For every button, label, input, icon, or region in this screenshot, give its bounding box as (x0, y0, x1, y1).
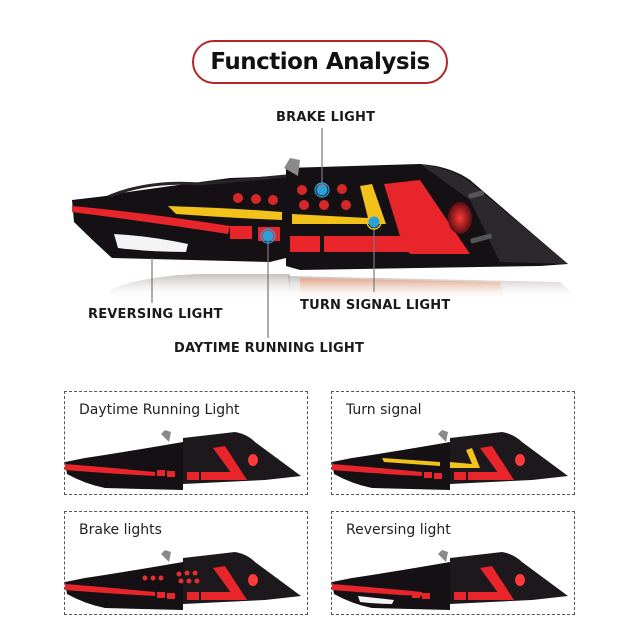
taillight-reversing-thumb (332, 550, 568, 610)
turn-amber-left (168, 206, 282, 220)
callout-brake-light: BRAKE LIGHT (276, 110, 376, 125)
panel-reversing-light: Reversing light (331, 511, 575, 615)
drl-marker (262, 230, 274, 242)
panel-brake-lights: Brake lights (64, 511, 308, 615)
panel-turn-signal: Turn signal (331, 391, 575, 495)
callout-daytime-running-light: DAYTIME RUNNING LIGHT (174, 341, 365, 356)
callout-reversing-light: REVERSING LIGHT (88, 307, 223, 322)
callout-turn-signal-light: TURN SIGNAL LIGHT (300, 298, 451, 313)
taillight-brake-thumb (65, 550, 301, 610)
panel-label: Brake lights (79, 522, 162, 538)
taillight-drl-thumb (65, 430, 301, 490)
brake-marker (316, 184, 328, 196)
taillight-turn-thumb (332, 430, 568, 490)
panel-label: Reversing light (346, 522, 451, 538)
turn-marker (368, 216, 380, 228)
panel-label: Turn signal (346, 402, 422, 418)
taillight-diagram (72, 128, 580, 338)
brake-cluster (297, 183, 351, 210)
title-text: Function Analysis (210, 49, 430, 75)
panel-daytime-running-light: Daytime Running Light (64, 391, 308, 495)
panel-label: Daytime Running Light (79, 402, 240, 418)
drl-strip-left (72, 206, 230, 234)
function-analysis-title: Function Analysis (192, 40, 448, 84)
reversing-led (114, 234, 188, 252)
